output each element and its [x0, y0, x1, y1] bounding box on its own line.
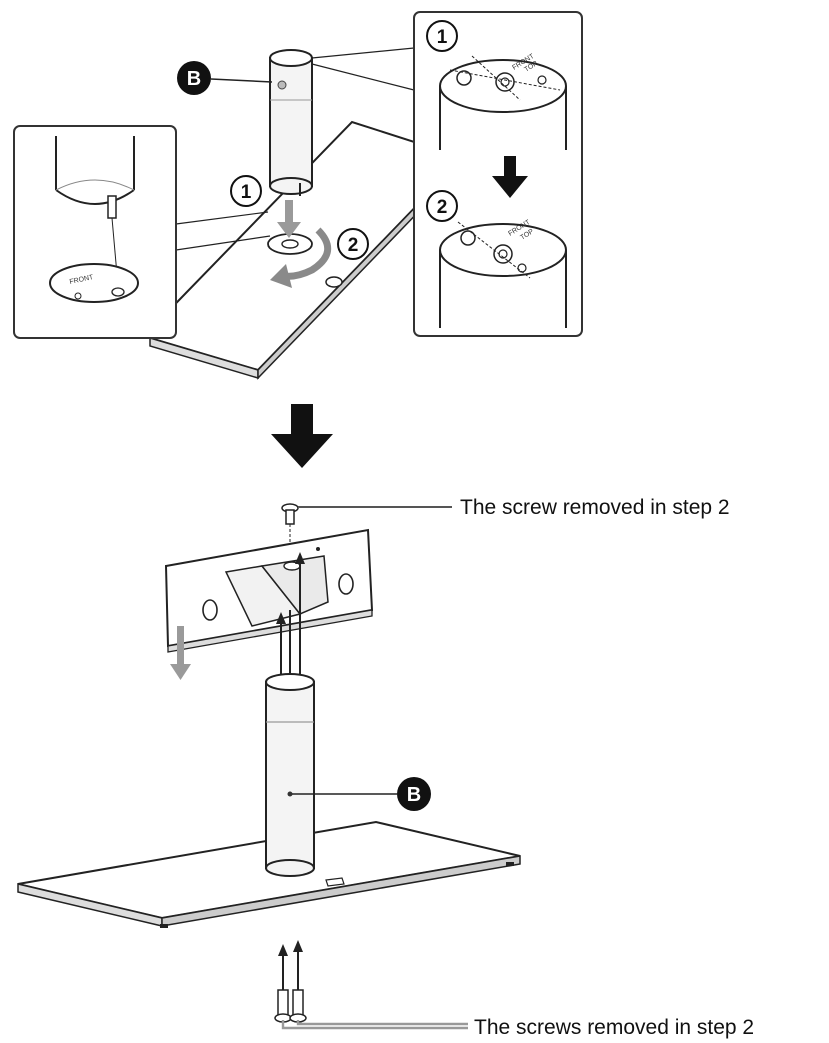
svg-text:B: B [407, 784, 421, 806]
step-1-marker: 1 [230, 175, 262, 207]
bottom-screws [274, 940, 307, 1023]
svg-text:1: 1 [437, 27, 448, 48]
rotate-arrow-icon [270, 227, 331, 288]
svg-text:2: 2 [348, 235, 359, 256]
detail-top-after: FRONT TOP [439, 219, 567, 328]
left-detail-panel: FRONT [13, 125, 271, 339]
detail-step-1-marker: 1 [426, 20, 458, 52]
svg-text:2: 2 [437, 197, 448, 218]
detail-down-arrow-icon [492, 156, 528, 198]
bracket-down-arrow-icon [170, 626, 191, 680]
step-2-marker: 2 [337, 228, 369, 260]
svg-text:1: 1 [241, 182, 252, 203]
bottom-assembly: The screw removed in step 2 [17, 496, 754, 1039]
top-pole [269, 49, 313, 196]
screws-bottom-label: The screws removed in step 2 [474, 1016, 754, 1039]
main-down-arrow-icon [271, 404, 333, 468]
screws-bottom-leader [281, 1020, 468, 1030]
screw-top-label: The screw removed in step 2 [460, 496, 730, 519]
insert-arrow-icon [277, 200, 301, 238]
svg-text:B: B [187, 68, 201, 90]
mount-bracket [164, 528, 374, 653]
right-detail-panel: FRONT TOP 1 FRONT TOP 2 [311, 11, 583, 337]
part-b-badge-top: B [177, 61, 273, 95]
detail-step-2-marker: 2 [426, 190, 458, 222]
top-assembly: B 1 2 [149, 49, 460, 380]
part-b-badge-bottom: B [292, 777, 431, 811]
bottom-pole [265, 673, 315, 877]
left-socket [49, 263, 139, 303]
